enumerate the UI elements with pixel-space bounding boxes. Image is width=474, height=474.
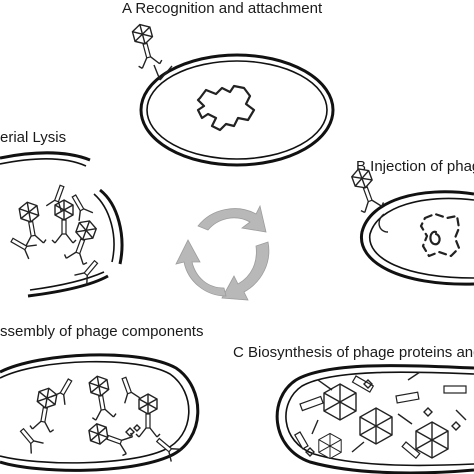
small-baseplate (125, 424, 141, 437)
label-injection: B Injection of phage (356, 158, 474, 175)
cycle-arrow-top (197, 204, 267, 233)
cycle-arrow-right (221, 241, 270, 301)
assembled-phage-4 (84, 418, 135, 458)
released-phage-3 (62, 216, 102, 267)
baseplates (305, 379, 461, 457)
cycle-arrow-left (175, 239, 227, 297)
cell-c (275, 364, 474, 474)
fibers (311, 371, 467, 453)
cycle-arrows (175, 204, 270, 301)
stage-c-biosynthesis: C Biosynthesis of phage proteins and (233, 344, 474, 474)
assembled-phage-1 (28, 385, 62, 434)
cell-d (0, 353, 200, 472)
head-2 (359, 407, 393, 445)
assembled-phage-2 (84, 373, 118, 422)
head-1 (323, 383, 357, 421)
stage-e-lysis: erial Lysis (0, 129, 124, 298)
released-phage-2 (51, 199, 77, 244)
head-3 (415, 421, 449, 459)
assembled-phage-3 (135, 393, 161, 438)
cell-b (359, 190, 474, 286)
stage-b-injection: B Injection of phage (346, 158, 474, 286)
injected-dna (419, 212, 461, 258)
label-lysis: erial Lysis (0, 129, 66, 146)
ruptured-cell (0, 151, 124, 298)
tail-part-1 (293, 375, 467, 460)
released-phage-1 (14, 199, 48, 248)
label-biosynthesis: C Biosynthesis of phage proteins and (233, 344, 474, 361)
phage-attaching (127, 20, 164, 70)
stage-a-recognition: A Recognition and attachment (122, 0, 335, 167)
cell-a (139, 53, 335, 167)
label-assembly: ssembly of phage components (0, 323, 203, 340)
head-4 (318, 432, 342, 460)
stage-d-assembly: ssembly of phage components (0, 323, 203, 472)
label-recognition-attachment: A Recognition and attachment (122, 0, 323, 17)
bacterial-dna (196, 84, 256, 132)
